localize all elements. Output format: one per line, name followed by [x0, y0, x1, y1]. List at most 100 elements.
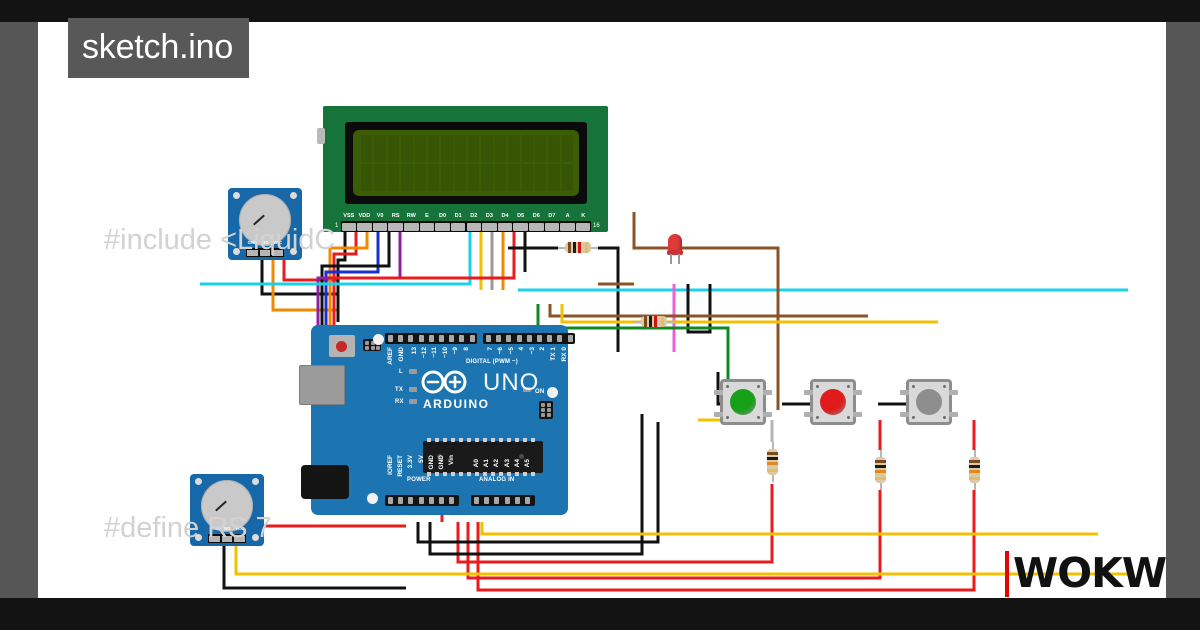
- header-pin[interactable]: [418, 335, 424, 342]
- header-pin[interactable]: [496, 335, 502, 342]
- resistor-lead: [771, 442, 774, 450]
- digital-header-high[interactable]: [385, 333, 477, 344]
- header-pin[interactable]: [567, 335, 573, 342]
- lcd-cell: [508, 135, 520, 162]
- lcd-pin-pad[interactable]: [419, 222, 435, 231]
- digital-pin-label: ~12: [421, 347, 428, 359]
- pot-knob[interactable]: [239, 194, 291, 246]
- header-pin[interactable]: [418, 497, 424, 504]
- header-pin[interactable]: [408, 497, 414, 504]
- header-pin[interactable]: [514, 497, 520, 504]
- resistor-btn-gray[interactable]: [969, 450, 980, 490]
- lcd-pin-pad[interactable]: [529, 222, 544, 231]
- lcd-pin-pad[interactable]: [341, 222, 357, 231]
- resistor-body: [767, 449, 778, 475]
- pushbutton-gray[interactable]: [900, 379, 958, 425]
- led-bulb: [668, 234, 682, 254]
- lcd-pin-pad[interactable]: [466, 222, 482, 231]
- pot-pin-pads: [246, 248, 284, 257]
- resistor-lead: [973, 482, 976, 490]
- lcd-pin-pad[interactable]: [482, 222, 497, 231]
- lcd-pin-pad[interactable]: [497, 222, 513, 231]
- lcd-cell: [561, 135, 573, 162]
- led-red[interactable]: [666, 234, 684, 264]
- resistor-lcd-backlight[interactable]: [558, 242, 598, 253]
- lcd-pin-pad[interactable]: [435, 222, 450, 231]
- digital-header-low[interactable]: [483, 333, 575, 344]
- lcd-cell: [454, 164, 466, 191]
- power-pin-label: IOREF: [387, 455, 394, 475]
- header-pin[interactable]: [516, 335, 522, 342]
- header-pin[interactable]: [428, 335, 434, 342]
- header-pin[interactable]: [428, 497, 434, 504]
- pushbutton-green[interactable]: [714, 379, 772, 425]
- resistor-lead: [666, 320, 674, 323]
- atmega-chip: [423, 438, 543, 476]
- file-tab-sketch[interactable]: sketch.ino: [68, 18, 250, 78]
- header-pin[interactable]: [388, 497, 393, 504]
- wokwi-logo-text: WOKWi: [1013, 549, 1166, 597]
- resistor-btn-red[interactable]: [875, 450, 886, 490]
- lcd-pin-pad[interactable]: [513, 222, 528, 231]
- resistor-body: [565, 242, 591, 253]
- header-pin[interactable]: [526, 335, 532, 342]
- diagram-canvas[interactable]: #include <LiquidC #define RS 7 #define E…: [38, 22, 1166, 598]
- header-pin[interactable]: [484, 497, 490, 504]
- led-anode-lead: [670, 254, 672, 264]
- reset-button[interactable]: [329, 335, 355, 357]
- lcd-pin-pad[interactable]: [388, 222, 403, 231]
- lcd-cell: [561, 164, 573, 191]
- header-pin[interactable]: [439, 497, 444, 504]
- header-pin[interactable]: [506, 335, 512, 342]
- header-pin[interactable]: [474, 497, 479, 504]
- pushbutton-red[interactable]: [804, 379, 862, 425]
- header-pin[interactable]: [388, 335, 393, 342]
- header-pin[interactable]: [537, 335, 542, 342]
- mount-hole: [547, 387, 558, 398]
- button-cap[interactable]: [730, 389, 756, 415]
- power-header-caption: POWER: [407, 477, 431, 483]
- header-pin[interactable]: [398, 335, 404, 342]
- resistor-led[interactable]: [634, 316, 674, 327]
- board-brand-label: ARDUINO: [423, 397, 490, 411]
- header-pin[interactable]: [494, 497, 500, 504]
- resistor-lead: [973, 450, 976, 458]
- lcd-pin-label: K: [581, 213, 586, 219]
- button-cap[interactable]: [820, 389, 846, 415]
- lcd-pin-pad[interactable]: [450, 222, 466, 231]
- code-line: #include <LiquidC: [104, 224, 336, 256]
- header-pin[interactable]: [525, 497, 530, 504]
- header-pin[interactable]: [398, 497, 404, 504]
- lcd-pin-pad[interactable]: [544, 222, 560, 231]
- header-pin[interactable]: [486, 335, 491, 342]
- lcd-cell: [534, 164, 547, 191]
- pot-knob[interactable]: [201, 480, 253, 532]
- button-cap[interactable]: [916, 389, 942, 415]
- lcd-pin-pad[interactable]: [357, 222, 372, 231]
- lcd-pin-pad[interactable]: [560, 222, 575, 231]
- lcd-pin-label: VDD: [358, 213, 371, 219]
- power-header[interactable]: [385, 495, 459, 506]
- header-pin[interactable]: [449, 497, 455, 504]
- header-pin[interactable]: [408, 335, 414, 342]
- header-pin[interactable]: [439, 335, 444, 342]
- resistor-btn-green[interactable]: [767, 442, 778, 482]
- power-pin-label: GND: [438, 455, 445, 470]
- header-pin[interactable]: [449, 335, 455, 342]
- header-pin[interactable]: [469, 335, 475, 342]
- lcd-pin-pad[interactable]: [372, 222, 388, 231]
- header-pin[interactable]: [547, 335, 553, 342]
- lcd-pin-pad[interactable]: [575, 222, 591, 231]
- analog-header[interactable]: [471, 495, 535, 506]
- reset-cap: [336, 341, 347, 352]
- header-pin[interactable]: [504, 497, 510, 504]
- header-pin[interactable]: [557, 335, 563, 342]
- header-pin[interactable]: [459, 335, 465, 342]
- digital-pin-label: RX 0: [561, 347, 568, 362]
- lcd-pin-pad[interactable]: [404, 222, 419, 231]
- mount-hole: [373, 334, 384, 345]
